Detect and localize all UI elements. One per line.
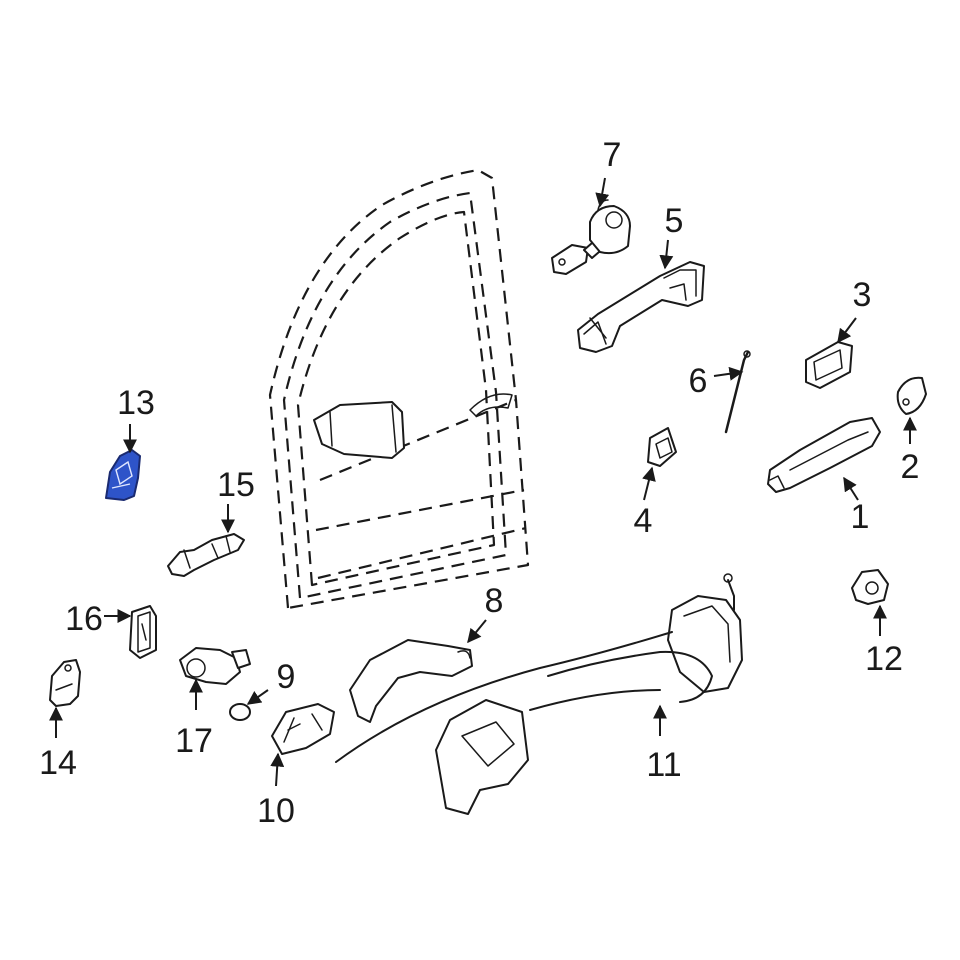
callout-5: 5 xyxy=(665,202,684,240)
leader-lines xyxy=(49,177,917,787)
part-13-hinge-highlighted xyxy=(105,449,141,501)
part-5-outside-handle-frame xyxy=(577,261,705,353)
part-8-inside-handle xyxy=(349,639,473,723)
callout-15: 15 xyxy=(217,466,255,504)
callout-11: 11 xyxy=(646,746,681,784)
part-4-cylinder-cover xyxy=(647,427,677,467)
callout-9: 9 xyxy=(277,658,296,696)
part-1-outside-handle xyxy=(767,417,881,493)
part-16-seal xyxy=(129,605,157,659)
part-14-lower-hinge xyxy=(49,659,81,707)
part-17-door-switch xyxy=(179,647,251,685)
leader-9 xyxy=(246,689,269,705)
callout-12: 12 xyxy=(865,640,903,678)
callout-14: 14 xyxy=(39,744,77,782)
leader-1 xyxy=(843,476,859,501)
part-6-lock-rod xyxy=(724,350,751,434)
leader-7 xyxy=(595,177,610,208)
callout-10: 10 xyxy=(257,792,295,830)
callout-17: 17 xyxy=(175,722,213,760)
callout-8: 8 xyxy=(485,582,504,620)
part-11-latch-assembly xyxy=(335,573,743,815)
leader-5 xyxy=(659,239,674,270)
leader-6 xyxy=(713,366,744,381)
callout-labels: 7 5 3 6 2 4 1 12 13 15 16 14 17 9 10 8 1… xyxy=(39,136,919,830)
part-2-handle-cap xyxy=(896,376,927,415)
callout-1: 1 xyxy=(851,498,870,536)
part-9-clip xyxy=(229,703,251,721)
leader-8 xyxy=(467,619,487,644)
callout-7: 7 xyxy=(603,136,622,174)
callout-4: 4 xyxy=(634,502,653,540)
callout-2: 2 xyxy=(901,448,920,486)
part-10-interior-handle-base xyxy=(271,703,335,755)
leader-10 xyxy=(270,752,285,787)
callout-3: 3 xyxy=(853,276,872,314)
leader-4 xyxy=(642,466,656,501)
part-15-door-check xyxy=(167,533,245,577)
part-7-lock-cylinder-with-key xyxy=(551,199,631,275)
callout-16: 16 xyxy=(65,600,103,638)
callout-13: 13 xyxy=(117,384,155,422)
callout-6: 6 xyxy=(689,362,708,400)
leader-3 xyxy=(837,317,857,344)
part-12-striker xyxy=(851,569,889,605)
part-3-handle-gasket xyxy=(805,341,853,389)
door-outline xyxy=(268,168,530,610)
